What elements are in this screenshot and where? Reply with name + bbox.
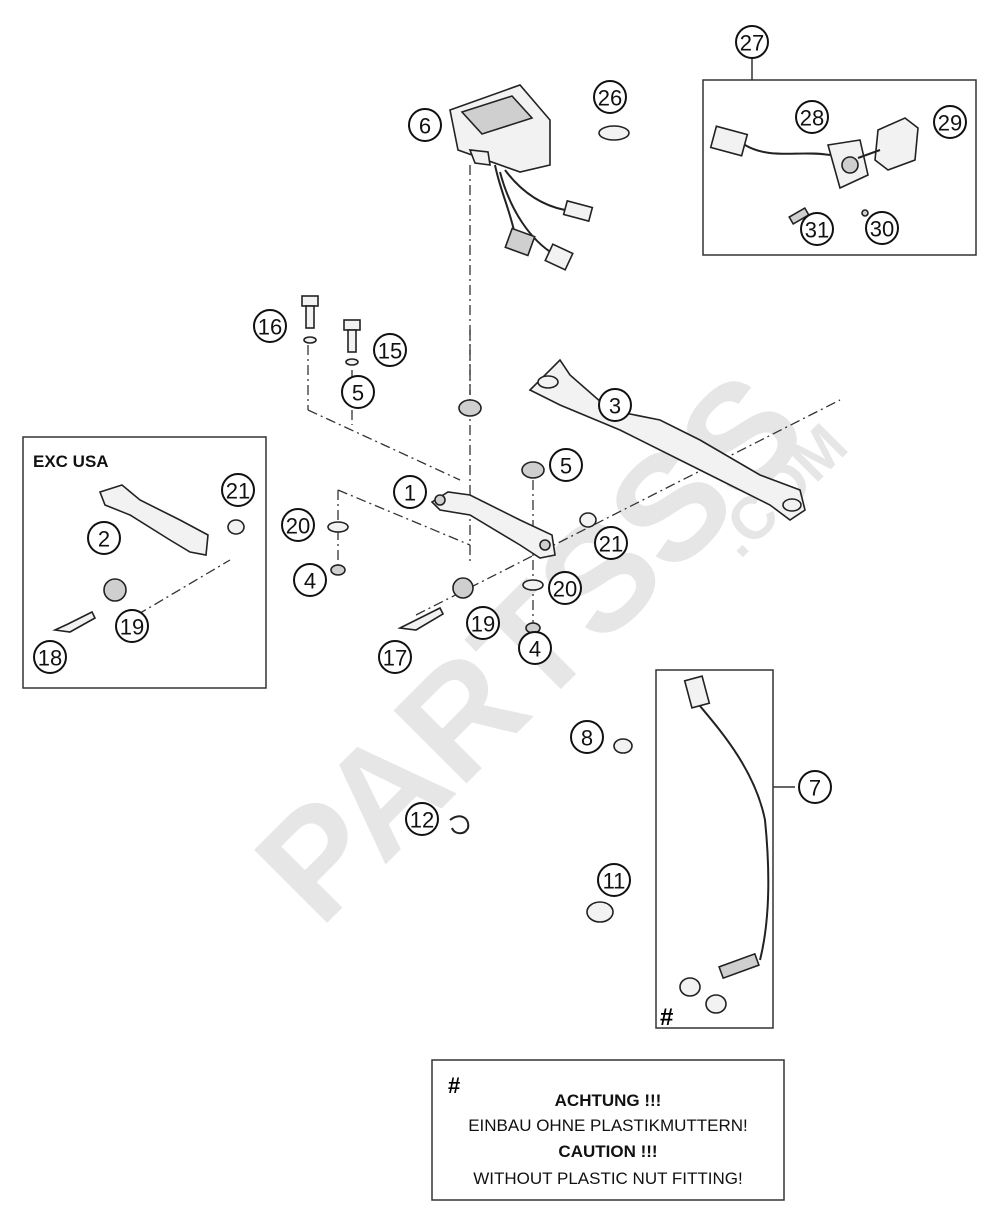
callout-label: 28 bbox=[800, 106, 824, 131]
callout-21: 21 bbox=[221, 473, 255, 507]
callout-label: 26 bbox=[598, 86, 622, 111]
callout-label: 19 bbox=[471, 612, 495, 637]
callout-label: 11 bbox=[603, 869, 626, 894]
callout-6: 6 bbox=[408, 108, 442, 142]
callout-label: 16 bbox=[258, 315, 282, 340]
exc-usa-label: EXC USA bbox=[33, 452, 109, 471]
callout-17: 17 bbox=[378, 640, 412, 674]
callout-26: 26 bbox=[593, 80, 627, 114]
callout-label: 18 bbox=[38, 646, 62, 671]
callout-label: 29 bbox=[938, 111, 962, 136]
washer-20-right bbox=[522, 579, 544, 591]
callout-label: 5 bbox=[560, 454, 572, 479]
callout-label: 8 bbox=[581, 726, 593, 751]
note-hash: # bbox=[448, 1073, 460, 1098]
callout-4: 4 bbox=[293, 563, 327, 597]
callout-label: 15 bbox=[378, 339, 402, 364]
callout-3: 3 bbox=[598, 388, 632, 422]
callout-18: 18 bbox=[33, 640, 67, 674]
callout-29: 29 bbox=[933, 105, 967, 139]
callout-8: 8 bbox=[570, 720, 604, 754]
callout-label: 19 bbox=[120, 615, 144, 640]
note-line1: ACHTUNG !!! bbox=[555, 1091, 662, 1110]
nut-4-left bbox=[330, 564, 346, 576]
hash-marker: # bbox=[660, 1004, 673, 1031]
callout-31: 31 bbox=[800, 212, 834, 246]
callout-12: 12 bbox=[405, 802, 439, 836]
clip-8 bbox=[613, 738, 633, 754]
sleeve-21-right bbox=[579, 512, 597, 528]
speedo-cable bbox=[679, 675, 770, 1014]
bracket-3 bbox=[528, 358, 806, 521]
callout-27: 27 bbox=[735, 25, 769, 59]
callout-label: 30 bbox=[870, 217, 894, 242]
rubber-19-right bbox=[452, 577, 474, 599]
exc-usa-inset-box bbox=[22, 436, 267, 689]
bolt-16 bbox=[301, 295, 319, 344]
holder-2 bbox=[98, 484, 209, 556]
callout-15: 15 bbox=[373, 333, 407, 367]
switch-assembly bbox=[709, 117, 919, 226]
callout-19: 19 bbox=[466, 606, 500, 640]
callout-label: 4 bbox=[304, 569, 316, 594]
callout-label: 3 bbox=[609, 394, 621, 419]
callout-11: 11 bbox=[597, 863, 631, 897]
callout-1: 1 bbox=[393, 475, 427, 509]
bolt-15 bbox=[343, 319, 361, 366]
nut-5-lower bbox=[521, 461, 545, 479]
callout-label: 20 bbox=[553, 577, 577, 602]
washer-20-left bbox=[327, 521, 349, 533]
callout-20: 20 bbox=[281, 508, 315, 542]
callout-label: 4 bbox=[529, 637, 541, 662]
nut-5-upper bbox=[458, 399, 482, 417]
callout-label: 2 bbox=[98, 527, 110, 552]
callout-label: 12 bbox=[410, 808, 434, 833]
ring-11 bbox=[586, 901, 614, 923]
callout-label: 17 bbox=[383, 646, 407, 671]
callout-label: 31 bbox=[805, 218, 829, 243]
callout-19: 19 bbox=[115, 609, 149, 643]
cable-inset-box bbox=[655, 669, 774, 1029]
callout-7: 7 bbox=[798, 770, 832, 804]
callout-label: 6 bbox=[419, 114, 431, 139]
callout-30: 30 bbox=[865, 211, 899, 245]
callout-4: 4 bbox=[518, 631, 552, 665]
note-line3: CAUTION !!! bbox=[558, 1142, 657, 1161]
holder-1 bbox=[430, 491, 556, 559]
callout-label: 21 bbox=[599, 532, 623, 557]
rubber-19-left bbox=[103, 578, 127, 602]
caution-note-box bbox=[431, 1059, 785, 1201]
callout-label: 27 bbox=[740, 31, 764, 56]
callout-label: 20 bbox=[286, 514, 310, 539]
callout-21: 21 bbox=[594, 526, 628, 560]
callout-label: 7 bbox=[809, 776, 821, 801]
callout-16: 16 bbox=[253, 309, 287, 343]
circlip-12 bbox=[449, 815, 470, 835]
callout-label: 1 bbox=[404, 481, 416, 506]
note-line4: WITHOUT PLASTIC NUT FITTING! bbox=[473, 1169, 743, 1188]
kit-inset-box bbox=[702, 79, 977, 256]
callout-label: 21 bbox=[226, 479, 250, 504]
sleeve-21-left bbox=[227, 519, 245, 535]
callout-20: 20 bbox=[548, 571, 582, 605]
screw-17 bbox=[397, 606, 445, 631]
callout-28: 28 bbox=[795, 100, 829, 134]
screw-18 bbox=[52, 610, 97, 633]
callout-5: 5 bbox=[549, 448, 583, 482]
callout-5: 5 bbox=[341, 375, 375, 409]
callout-2: 2 bbox=[87, 521, 121, 555]
note-line2: EINBAU OHNE PLASTIKMUTTERN! bbox=[468, 1116, 748, 1135]
instrument-unit bbox=[449, 84, 594, 271]
cap-part bbox=[598, 125, 630, 141]
callout-label: 5 bbox=[352, 381, 364, 406]
